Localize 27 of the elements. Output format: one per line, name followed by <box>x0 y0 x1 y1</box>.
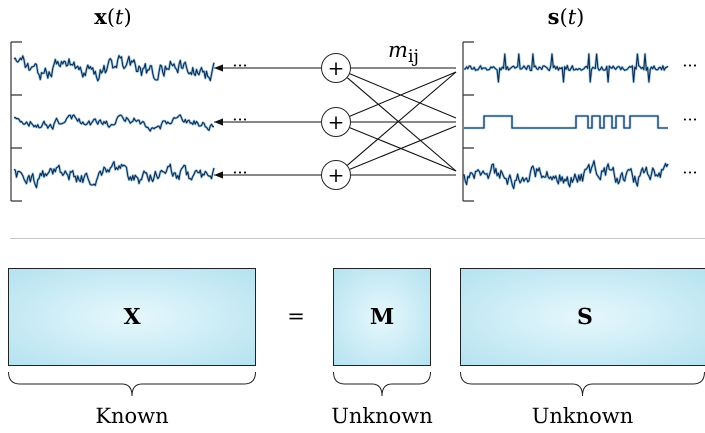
node-label: Unknown <box>331 406 433 427</box>
arrow <box>214 64 321 72</box>
matrix-box <box>8 268 256 366</box>
connector-line <box>351 174 456 176</box>
ellipsis: ··· <box>232 165 248 181</box>
ellipsis: ··· <box>682 112 698 128</box>
matrix-box <box>333 268 431 366</box>
summing-junction: + <box>321 160 351 190</box>
ellipsis: ··· <box>682 58 698 74</box>
signal-title: s(t) <box>548 6 584 28</box>
ellipsis: ··· <box>232 58 248 74</box>
signal-title: x(t) <box>94 6 132 28</box>
node-label: Unknown <box>532 406 634 427</box>
matrix-symbol: X <box>123 304 141 330</box>
connector-line <box>351 121 456 123</box>
matrix-symbol: M <box>370 304 394 330</box>
ellipsis: ··· <box>682 165 698 181</box>
matrix-symbol: S <box>577 304 593 330</box>
arrow <box>214 171 321 179</box>
summing-junction: + <box>321 53 351 83</box>
arrow <box>214 118 321 126</box>
node-label: Known <box>95 406 169 427</box>
matrix-box <box>460 268 705 366</box>
connector-line <box>351 67 456 69</box>
ellipsis: ··· <box>232 112 248 128</box>
equals-sign: = <box>287 306 305 327</box>
summing-junction: + <box>321 107 351 137</box>
